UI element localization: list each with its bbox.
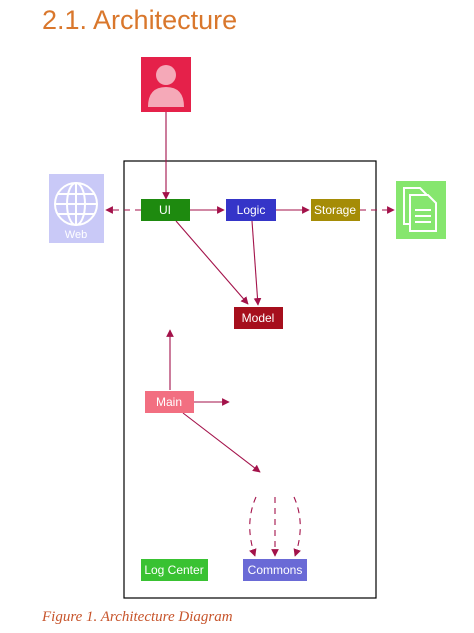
user-actor — [141, 57, 191, 112]
component-model: Model — [234, 307, 283, 329]
component-main: Main — [145, 391, 194, 413]
arrow-commons-left — [249, 496, 257, 557]
component-commons: Commons — [243, 559, 307, 581]
web-label: Web — [65, 229, 87, 241]
component-ui-label: UI — [159, 203, 171, 217]
page-title: 2.1. Architecture — [42, 5, 238, 35]
component-ui: UI — [141, 199, 190, 221]
component-log-center: Log Center — [141, 559, 208, 581]
arrow-main-down — [182, 412, 261, 473]
file-node — [396, 181, 446, 239]
component-logic-label: Logic — [237, 203, 266, 217]
arrow-logic-to-model — [251, 220, 262, 306]
arrow-ui-to-model — [175, 220, 249, 305]
component-commons-label: Commons — [248, 563, 303, 577]
web-node: Web — [49, 174, 104, 243]
component-storage: Storage — [311, 199, 360, 221]
component-logic: Logic — [226, 199, 276, 221]
arrow-commons-right — [293, 496, 301, 557]
component-storage-label: Storage — [314, 203, 356, 217]
component-model-label: Model — [242, 311, 275, 325]
figure-caption: Figure 1. Architecture Diagram — [42, 609, 233, 625]
component-log-center-label: Log Center — [144, 563, 203, 577]
component-main-label: Main — [156, 395, 182, 409]
system-boundary — [123, 160, 377, 599]
